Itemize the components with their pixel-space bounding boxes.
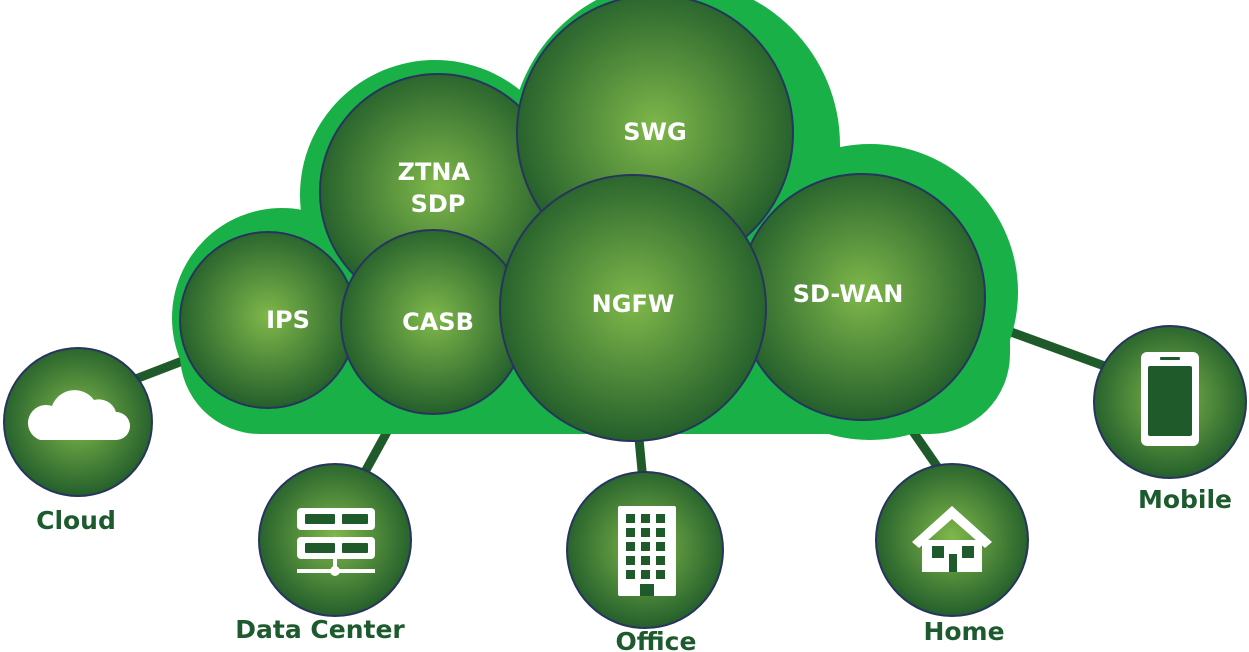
endpoint-office: Office — [566, 471, 724, 652]
office-window — [641, 570, 650, 579]
office-window — [626, 514, 635, 523]
office-window — [641, 514, 650, 523]
home-label: Home — [923, 617, 1004, 646]
smartphone-screen — [1148, 357, 1192, 436]
service-casb: CASB — [340, 229, 526, 415]
swg-label: SWG — [623, 118, 686, 146]
endpoint-data-center: Data Center — [235, 463, 412, 644]
cloud-icon — [27, 390, 130, 440]
casb-label: CASB — [402, 308, 474, 336]
office-window — [641, 528, 650, 537]
office-window — [626, 556, 635, 565]
service-ngfw: NGFW — [499, 174, 767, 442]
office-window — [656, 556, 665, 565]
office-windows — [626, 514, 665, 596]
house-windows — [932, 546, 974, 572]
office-window — [656, 514, 665, 523]
endpoint-cloud: Cloud — [3, 347, 153, 535]
office-window — [626, 528, 635, 537]
cloud-label: Cloud — [36, 506, 116, 535]
office-window — [626, 542, 635, 551]
sd-wan-label: SD-WAN — [793, 280, 904, 308]
endpoint-home: Home — [875, 463, 1029, 646]
service-bubbles: IPS ZTNA SDP CASB SWG SD-WAN NGFW — [179, 0, 986, 442]
endpoint-nodes: Cloud Data Center — [3, 325, 1247, 652]
endpoint-mobile: Mobile — [1093, 325, 1247, 514]
ngfw-label: NGFW — [592, 290, 675, 318]
office-window — [641, 542, 650, 551]
ngfw-bubble — [499, 174, 767, 442]
ztna-sdp-label: ZTNA SDP — [398, 158, 479, 218]
ips-label: IPS — [266, 306, 310, 334]
office-window — [656, 528, 665, 537]
mobile-label: Mobile — [1138, 485, 1232, 514]
office-window — [626, 570, 635, 579]
data-center-label: Data Center — [235, 615, 405, 644]
office-window — [641, 556, 650, 565]
service-ips: IPS — [179, 231, 357, 409]
service-sd-wan: SD-WAN — [738, 173, 986, 421]
office-door — [640, 584, 654, 596]
server-rack-detail — [305, 514, 368, 553]
server-rack-icon — [297, 508, 375, 576]
connector-mobile — [998, 323, 1112, 373]
office-window — [656, 542, 665, 551]
office-window — [656, 570, 665, 579]
office-label: Office — [616, 627, 697, 652]
